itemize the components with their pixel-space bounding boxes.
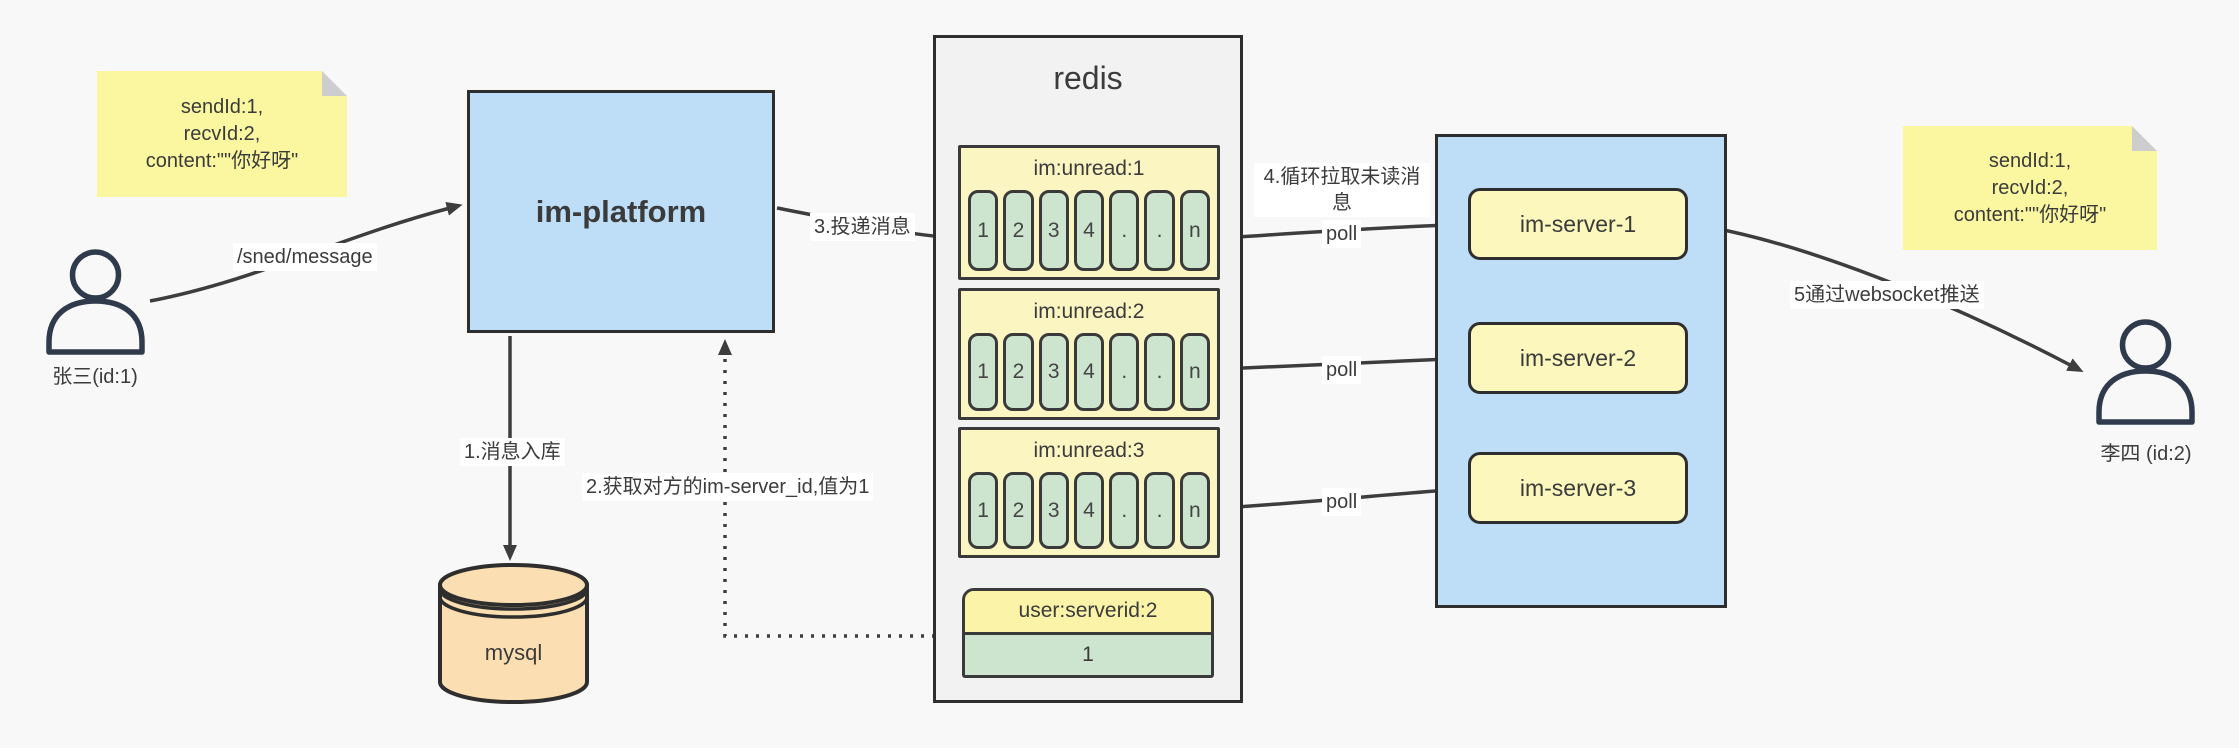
unread-list-3-cells: 1 2 3 4 . . n (961, 472, 1217, 555)
mysql-cylinder-icon (438, 563, 589, 704)
queue-cell: n (1179, 333, 1210, 411)
queue-cell: 2 (1003, 333, 1034, 411)
queue-cell: 1 (968, 190, 999, 271)
server-map-value: 1 (965, 634, 1211, 675)
unread-list-2-cells: 1 2 3 4 . . n (961, 333, 1217, 417)
sender-label: 张三(id:1) (52, 366, 138, 388)
redis-title: redis (1053, 60, 1123, 96)
sender-user-icon (46, 249, 145, 355)
queue-cell: . (1144, 190, 1175, 271)
queue-cell: 1 (968, 333, 999, 411)
im-server-1-label: im-server-1 (1519, 210, 1637, 237)
receiver-label: 李四 (id:2) (2100, 443, 2192, 465)
unread-list-1-cells: 1 2 3 4 . . n (961, 190, 1217, 277)
im-server-2-node: im-server-2 (1468, 322, 1688, 394)
receiver-user-icon (2096, 319, 2195, 425)
queue-cell: n (1179, 472, 1210, 549)
unread-list-2-header: im:unread:2 (1033, 300, 1145, 323)
edge-label-poll-1: poll (1322, 220, 1362, 248)
queue-cell: 2 (1003, 472, 1034, 549)
edge-label-step1: 1.消息入库 (460, 438, 565, 466)
im-server-3-label: im-server-3 (1519, 474, 1637, 501)
queue-cell: 1 (968, 472, 999, 549)
sticky-note-left-text: sendId:1, recvId:2, content:""你好呀" (145, 95, 299, 172)
edge-label-step5: 5通过websocket推送 (1790, 281, 1984, 309)
edge-label-poll-2: poll (1322, 356, 1362, 384)
unread-list-3-header: im:unread:3 (1033, 439, 1145, 462)
edge-label-step3: 3.投递消息 (810, 213, 915, 241)
queue-cell: . (1109, 190, 1140, 271)
edge-label-step4: 4.循环拉取未读消息 (1254, 163, 1430, 217)
queue-cell: 3 (1038, 472, 1069, 549)
queue-cell: . (1144, 333, 1175, 411)
sticky-note-right-text: sendId:1, recvId:2, content:""你好呀" (1953, 149, 2107, 226)
queue-cell: 4 (1073, 333, 1105, 411)
im-platform-label: im-platform (535, 193, 707, 229)
queue-cell: 2 (1003, 190, 1034, 271)
queue-cell: 3 (1038, 190, 1069, 271)
sticky-note-left: sendId:1, recvId:2, content:""你好呀" (97, 71, 347, 197)
edge-label-poll-3: poll (1322, 488, 1362, 516)
redis-unread-list-1: im:unread:1 1 2 3 4 . . n (958, 145, 1220, 280)
queue-cell: n (1179, 190, 1210, 271)
queue-cell: 4 (1073, 472, 1105, 549)
queue-cell: 4 (1073, 190, 1105, 271)
redis-server-map: user:serverid:2 1 (962, 588, 1214, 678)
queue-cell: . (1109, 472, 1140, 549)
im-server-1-node: im-server-1 (1468, 188, 1688, 260)
queue-cell: . (1109, 333, 1140, 411)
edge-label-send-message: /sned/message (233, 243, 377, 271)
redis-unread-list-2: im:unread:2 1 2 3 4 . . n (958, 288, 1220, 420)
im-platform-node: im-platform (467, 90, 775, 333)
im-server-3-node: im-server-3 (1468, 452, 1688, 524)
server-map-header: user:serverid:2 (965, 591, 1211, 635)
mysql-label: mysql (484, 640, 543, 665)
edge-label-step2: 2.获取对方的im-server_id,值为1 (582, 473, 874, 501)
im-server-2-label: im-server-2 (1519, 344, 1637, 371)
sticky-note-right: sendId:1, recvId:2, content:""你好呀" (1903, 126, 2157, 250)
redis-unread-list-3: im:unread:3 1 2 3 4 . . n (958, 427, 1220, 558)
queue-cell: 3 (1038, 333, 1069, 411)
unread-list-1-header: im:unread:1 (1033, 157, 1145, 180)
queue-cell: . (1144, 472, 1175, 549)
